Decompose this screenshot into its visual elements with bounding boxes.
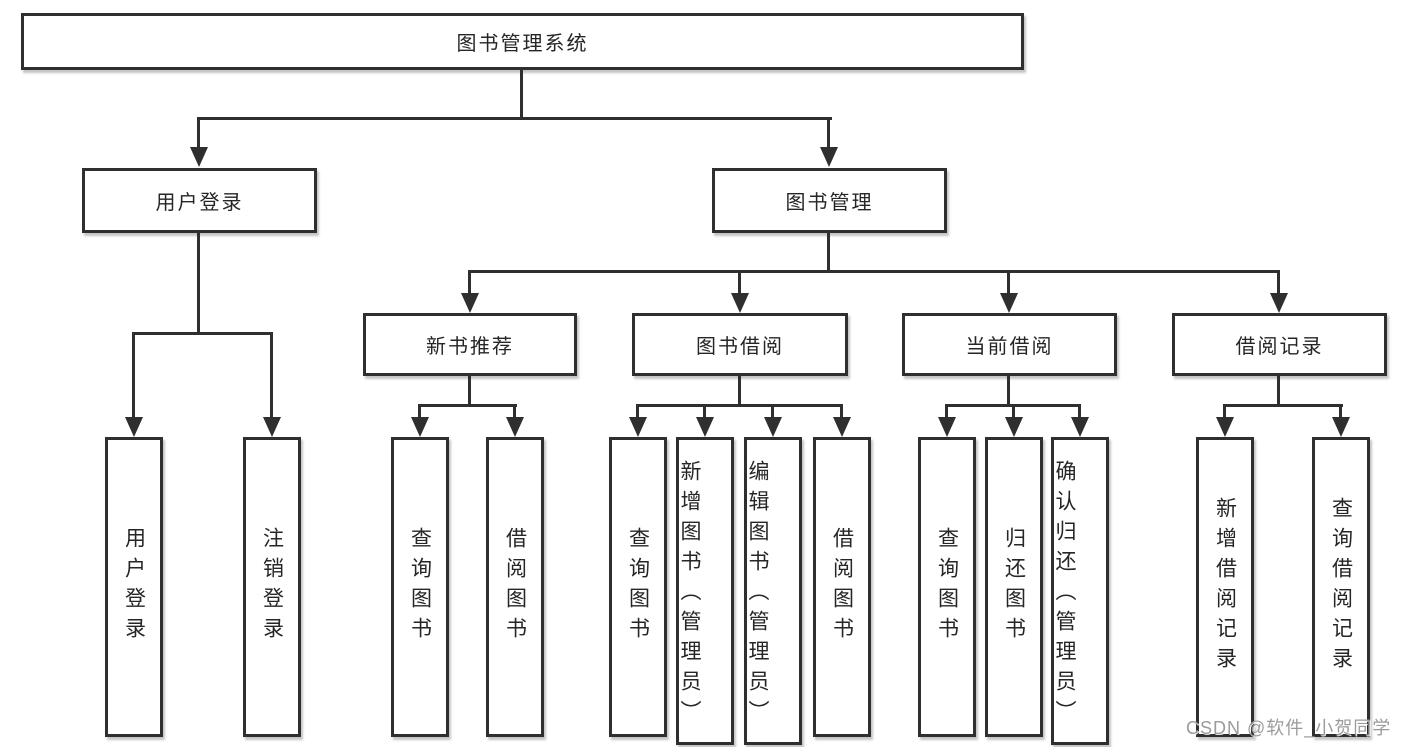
node-current-borrow: 当前借阅: [902, 313, 1117, 376]
leaf-label: 注销登录: [260, 527, 284, 647]
connector-hline: [418, 404, 517, 407]
connector-vline: [703, 404, 706, 418]
connector-vline: [197, 117, 200, 148]
connector-vline: [513, 404, 516, 418]
connector-vline: [468, 270, 471, 294]
leaf-return-book: 归还图书: [985, 437, 1043, 737]
connector-vline: [1277, 375, 1280, 404]
connector-vline: [636, 404, 639, 418]
node-borrow-records: 借阅记录: [1172, 313, 1387, 376]
connector-vline: [840, 404, 843, 418]
connector-vline: [738, 375, 741, 404]
node-label: 图书管理系统: [456, 33, 589, 55]
connector-vline: [270, 332, 273, 417]
leaf-label: 新增图书（管理员）: [678, 459, 701, 730]
leaf-label: 查询图书: [408, 527, 432, 647]
leaf-label: 查询借阅记录: [1329, 497, 1353, 677]
arrow-down-icon: [1071, 417, 1089, 437]
leaf-confirm-return-admin: 确认归还（管理员）: [1051, 437, 1109, 745]
leaf-label: 查询图书: [935, 527, 959, 647]
connector-vline: [827, 117, 830, 148]
leaf-label: 借阅图书: [830, 527, 854, 647]
connector-vline: [197, 232, 200, 332]
arrow-down-icon: [263, 417, 281, 437]
arrow-down-icon: [731, 293, 749, 313]
arrow-down-icon: [820, 147, 838, 167]
connector-vline: [520, 69, 523, 117]
node-label: 用户登录: [155, 192, 244, 214]
connector-vline: [827, 232, 830, 270]
arrow-down-icon: [1005, 417, 1023, 437]
connector-vline: [1339, 404, 1342, 418]
arrow-down-icon: [629, 417, 647, 437]
leaf-query-books-current: 查询图书: [918, 437, 976, 737]
leaf-label: 借阅图书: [503, 527, 527, 647]
arrow-down-icon: [506, 417, 524, 437]
leaf-label: 编辑图书（管理员）: [746, 459, 769, 730]
connector-vline: [945, 404, 948, 418]
connector-vline: [418, 404, 421, 418]
node-user-login: 用户登录: [82, 168, 317, 233]
node-book-borrow: 图书借阅: [632, 313, 848, 376]
arrow-down-icon: [125, 417, 143, 437]
watermark: CSDN @软件_小贺同学: [1186, 718, 1392, 738]
arrow-down-icon: [1270, 293, 1288, 313]
leaf-label: 确认归还（管理员）: [1053, 459, 1076, 730]
connector-vline: [1223, 404, 1226, 418]
leaf-label: 归还图书: [1002, 527, 1026, 647]
arrow-down-icon: [411, 417, 429, 437]
leaf-query-books-recommend: 查询图书: [391, 437, 449, 737]
arrow-down-icon: [938, 417, 956, 437]
leaf-label: 查询图书: [626, 527, 650, 647]
arrow-down-icon: [833, 417, 851, 437]
connector-hline: [197, 117, 832, 120]
arrow-down-icon: [696, 417, 714, 437]
connector-vline: [738, 270, 741, 294]
connector-vline: [1007, 375, 1010, 404]
node-new-book-recommend: 新书推荐: [363, 313, 577, 376]
connector-hline: [1223, 404, 1343, 407]
arrow-down-icon: [764, 417, 782, 437]
node-library-management-system: 图书管理系统: [21, 13, 1024, 70]
leaf-user-login: 用户登录: [105, 437, 163, 737]
leaf-label: 新增借阅记录: [1213, 497, 1237, 677]
connector-vline: [1078, 404, 1081, 418]
leaf-label: 用户登录: [122, 527, 146, 647]
arrow-down-icon: [1332, 417, 1350, 437]
leaf-add-book-admin: 新增图书（管理员）: [676, 437, 734, 745]
arrow-down-icon: [1000, 293, 1018, 313]
connector-vline: [771, 404, 774, 418]
connector-vline: [468, 375, 471, 404]
node-book-management: 图书管理: [712, 168, 947, 233]
node-label: 借阅记录: [1235, 336, 1324, 358]
connector-vline: [132, 332, 135, 417]
leaf-query-books-borrow: 查询图书: [609, 437, 667, 737]
arrow-down-icon: [1216, 417, 1234, 437]
leaf-borrow-books-borrow: 借阅图书: [813, 437, 871, 737]
node-label: 新书推荐: [426, 336, 514, 358]
node-label: 图书借阅: [696, 336, 784, 358]
node-label: 当前借阅: [965, 336, 1054, 358]
leaf-add-borrow-record: 新增借阅记录: [1196, 437, 1254, 737]
connector-hline: [132, 332, 273, 335]
connector-vline: [1277, 270, 1280, 294]
connector-hline: [636, 404, 843, 407]
connector-hline: [468, 270, 1280, 273]
node-label: 图书管理: [785, 192, 874, 214]
arrow-down-icon: [461, 293, 479, 313]
leaf-borrow-books-recommend: 借阅图书: [486, 437, 544, 737]
leaf-logout: 注销登录: [243, 437, 301, 737]
connector-vline: [1007, 270, 1010, 294]
arrow-down-icon: [190, 147, 208, 167]
leaf-query-borrow-record: 查询借阅记录: [1312, 437, 1370, 737]
leaf-edit-book-admin: 编辑图书（管理员）: [744, 437, 802, 745]
connector-vline: [1012, 404, 1015, 418]
